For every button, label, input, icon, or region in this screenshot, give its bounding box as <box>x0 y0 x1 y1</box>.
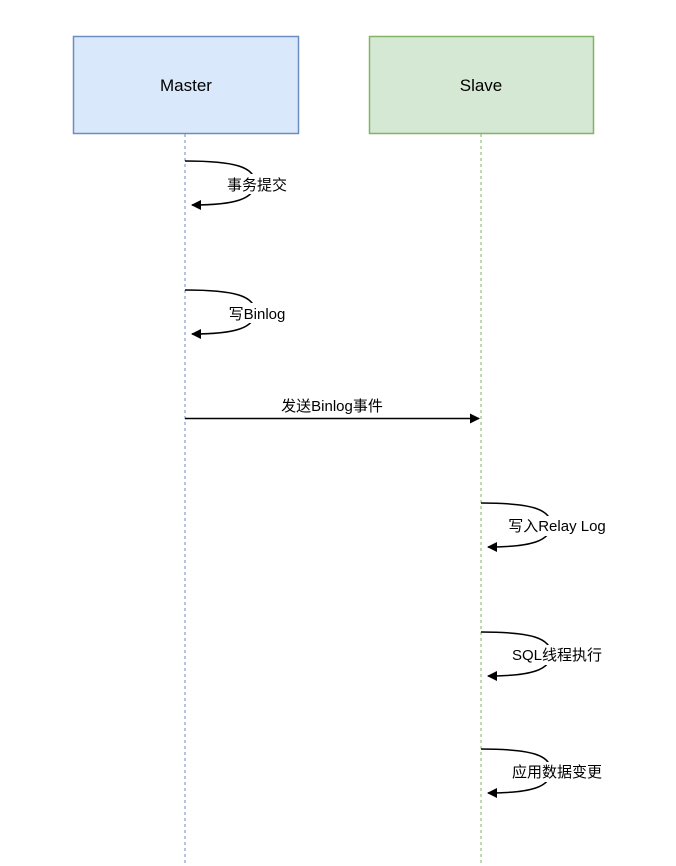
participant-master[interactable]: Master <box>72 35 300 135</box>
message-sql-thread-execute: SQL线程执行 <box>480 631 610 681</box>
message-send-binlog-event: 发送Binlog事件 <box>185 398 480 424</box>
message-commit-transaction: 事务提交 <box>184 160 292 210</box>
participant-master-label: Master <box>160 76 212 95</box>
message-label: SQL线程执行 <box>512 647 602 664</box>
message-label: 发送Binlog事件 <box>281 398 383 415</box>
message-write-binlog: 写Binlog <box>184 289 290 339</box>
message-apply-data-changes: 应用数据变更 <box>480 748 610 798</box>
message-label: 写入Relay Log <box>508 518 606 535</box>
participant-slave[interactable]: Slave <box>368 35 595 135</box>
message-label: 应用数据变更 <box>512 763 602 781</box>
message-label: 写Binlog <box>229 306 286 323</box>
participant-slave-label: Slave <box>460 76 503 95</box>
message-write-relay-log: 写入Relay Log <box>480 502 614 552</box>
message-label: 事务提交 <box>227 176 287 194</box>
